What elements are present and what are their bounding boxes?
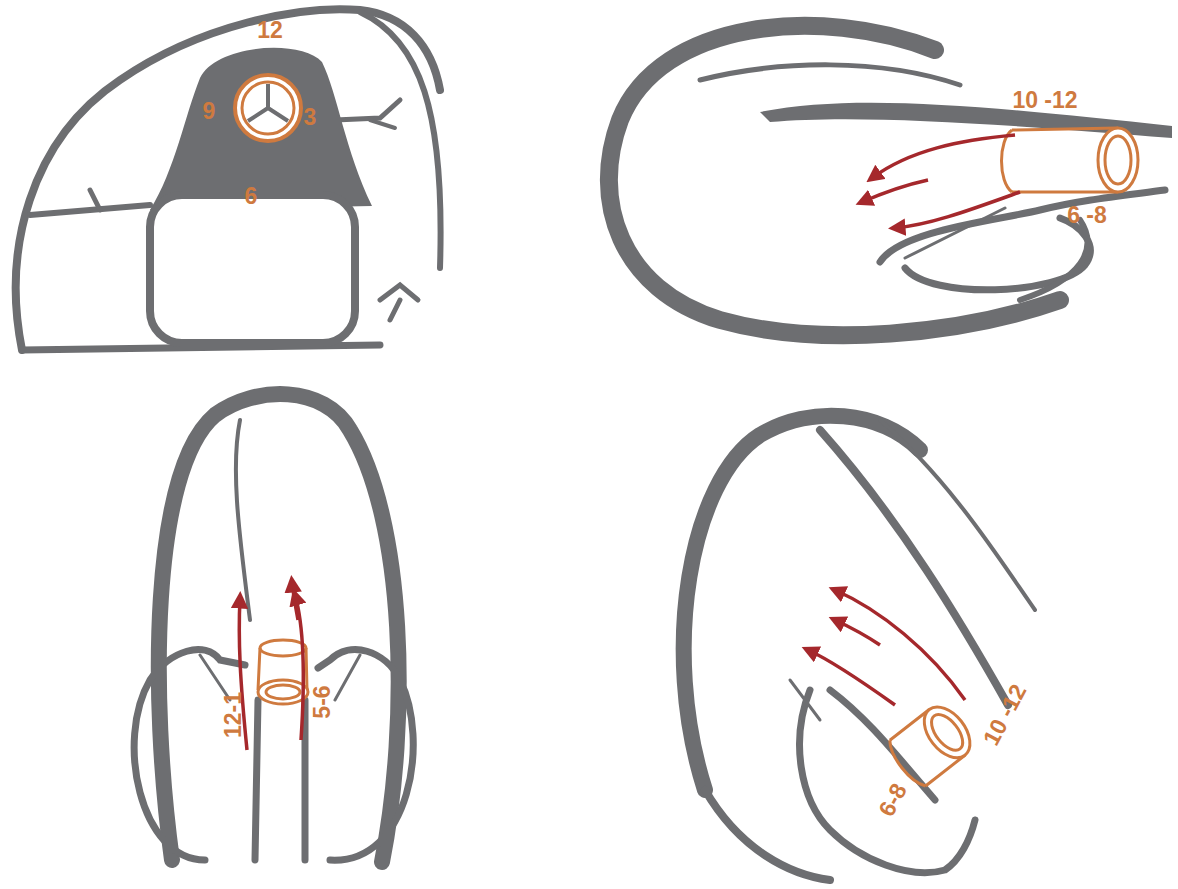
flow-arrow [835, 620, 880, 645]
clock-position-label: 3 [304, 106, 317, 129]
clock-position-label: 10 -12 [980, 681, 1031, 749]
left-atrium [150, 195, 355, 343]
posterior-wall [830, 690, 935, 800]
valve-leaflets [248, 84, 288, 121]
posterior-wall [1020, 220, 1088, 300]
flow-arrow [808, 650, 895, 705]
chamber-wall [90, 190, 100, 210]
valve-body [1002, 130, 1013, 192]
septum [820, 430, 1008, 705]
clock-position-label: 6-8 [875, 780, 911, 820]
la-wall [800, 690, 975, 873]
long-axis-view [609, 26, 1172, 335]
flow-arrow [872, 135, 1015, 178]
valve-wall [255, 700, 305, 860]
flow-arrow [862, 180, 928, 202]
valve-short-axis [235, 75, 301, 141]
ra-wall [134, 650, 245, 860]
valve-apical [258, 640, 308, 704]
heart-outline [360, 12, 441, 268]
chamber-wall [335, 100, 400, 120]
valve-ring [242, 82, 294, 134]
valve-long-axis [1002, 128, 1139, 192]
clock-position-label: 5-6 [311, 685, 334, 718]
oblique-view [684, 416, 1035, 880]
chamber-wall [370, 120, 395, 128]
valve-end [915, 698, 979, 766]
leaflet [790, 680, 820, 720]
heart-outline [16, 9, 440, 350]
valve-end [266, 685, 300, 699]
short-axis-view [16, 9, 441, 350]
aortic-root [150, 48, 372, 210]
lv-wall [159, 394, 399, 862]
la-wall [318, 650, 413, 861]
apical-view [134, 394, 413, 862]
valve-end [925, 709, 968, 756]
flow-arrows [808, 590, 965, 705]
flow-arrows [239, 582, 303, 750]
chamber-wall [390, 300, 400, 320]
clock-position-label: 6 -8 [1067, 204, 1107, 227]
valve-end [258, 680, 308, 704]
rv-wall [700, 65, 960, 85]
rv-wall [880, 420, 1035, 610]
septum [236, 420, 250, 620]
clock-position-label: 9 [203, 100, 216, 123]
flow-arrow [895, 192, 1020, 228]
flow-arrow [295, 595, 303, 740]
valve-end [260, 640, 306, 656]
flow-arrow [835, 590, 965, 700]
clock-position-label: 12-1 [222, 692, 245, 738]
chamber-wall [30, 205, 150, 215]
clock-position-label: 10 -12 [1012, 89, 1077, 112]
valve-end [1098, 128, 1138, 192]
flow-arrows [862, 135, 1020, 228]
left-atrium [880, 190, 1165, 262]
clock-position-label: 12 [257, 19, 283, 42]
valve-end [1105, 136, 1131, 184]
valve-ring [235, 75, 301, 141]
valve-oblique [884, 698, 979, 790]
clock-position-label: 6 [245, 185, 258, 208]
